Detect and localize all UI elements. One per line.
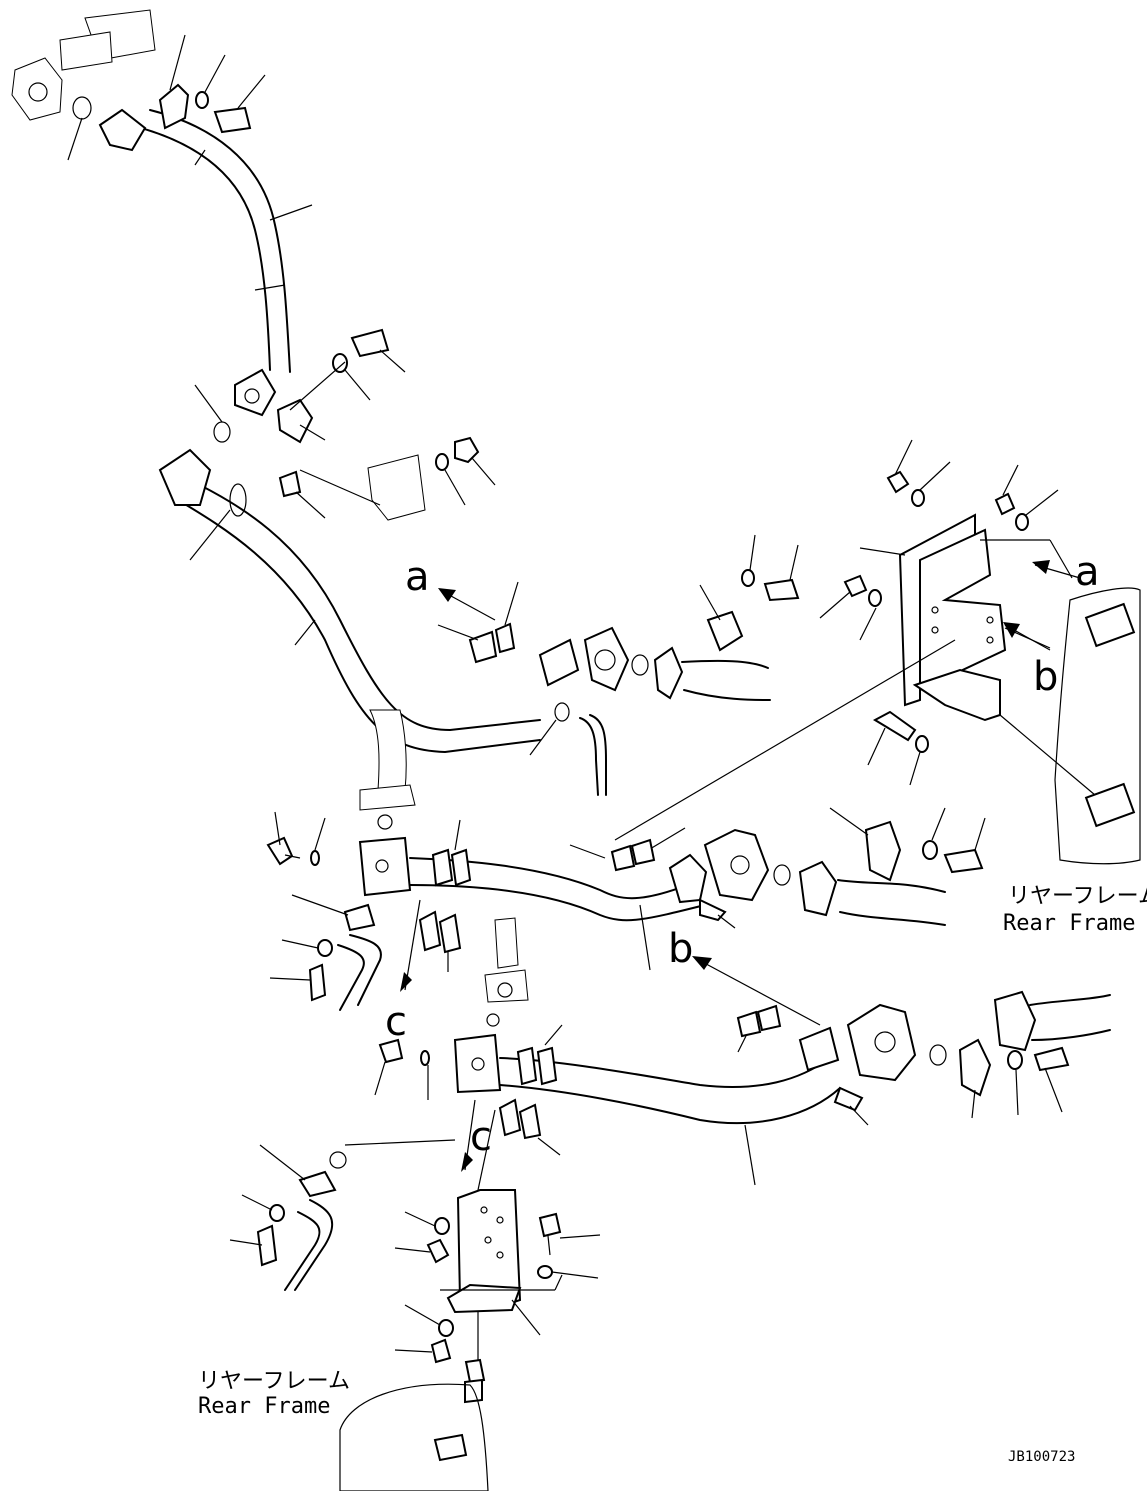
third-tube: c <box>374 917 1111 1186</box>
middle-flange-set <box>437 534 800 796</box>
right-bracket <box>614 439 1096 841</box>
marker-b-middle-label: b <box>668 926 693 972</box>
rear-frame-jp-right: リヤーフレーム <box>1008 884 1147 909</box>
bottom-bracket <box>329 1109 601 1404</box>
upper-hose <box>98 108 313 443</box>
rear-frame-jp-bottom: リヤーフレーム <box>198 1369 350 1394</box>
rear-frame-right: リヤーフレーム Rear Frame <box>1003 587 1147 936</box>
top-clamp-set <box>158 34 406 444</box>
rear-frame-en-bottom: Rear Frame <box>198 1394 330 1419</box>
drawing-code: JB100723 <box>1008 1449 1075 1465</box>
marker-b-middle: b <box>668 926 821 1026</box>
marker-a-right-label: a <box>1075 549 1100 595</box>
marker-b-right: b <box>1003 622 1058 700</box>
marker-b-right-label: b <box>1033 654 1058 700</box>
second-tube: c <box>266 709 986 1045</box>
middle-tube <box>158 436 541 753</box>
rear-frame-en-right: Rear Frame <box>1003 911 1135 936</box>
rear-frame-bottom: リヤーフレーム Rear Frame <box>198 1369 489 1491</box>
marker-c-label: c <box>385 999 407 1045</box>
bottom-hose <box>229 1144 337 1291</box>
marker-a-label: a <box>405 554 430 600</box>
marker-a-right: a <box>1032 549 1100 595</box>
marker-a-left: a <box>405 554 496 621</box>
top-pump-block <box>11 9 156 161</box>
